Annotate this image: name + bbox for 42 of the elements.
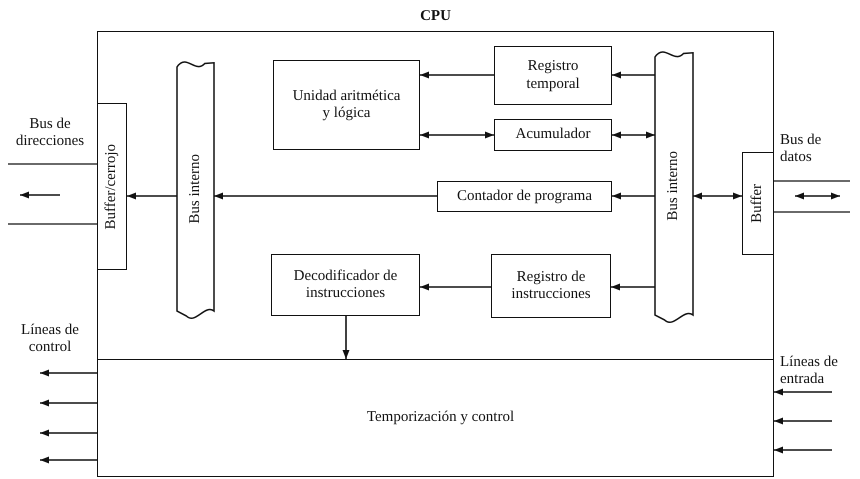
arrow <box>693 192 742 200</box>
process-box <box>437 181 612 212</box>
cpu-title: CPU <box>420 8 451 26</box>
arrow <box>420 132 494 138</box>
box-label: Unidad aritmética y lógica <box>292 88 402 122</box>
box-label: Contador de programa <box>457 188 592 206</box>
box-label: Buffer/cerrojo <box>103 144 121 230</box>
buffer-box <box>742 152 774 255</box>
arrow <box>420 72 494 78</box>
box-label: Acumulador <box>516 126 590 144</box>
bus-label: Bus de datos <box>780 132 822 166</box>
bus-label: Líneas de entrada <box>780 354 839 388</box>
buffer-box <box>97 103 127 270</box>
arrow <box>342 316 350 359</box>
process-box <box>494 119 612 151</box>
box-label: Decodificador de instrucciones <box>292 268 398 302</box>
arrow <box>611 284 655 290</box>
cpu-block <box>97 8 774 477</box>
arrow <box>774 446 832 454</box>
bus-label: Bus de direcciones <box>14 116 86 150</box>
bus-bar <box>177 60 214 318</box>
arrow <box>774 418 832 424</box>
arrow <box>420 284 491 290</box>
box-label: Registro de instrucciones <box>510 268 592 304</box>
process-box <box>271 254 420 316</box>
arrow <box>40 370 97 376</box>
band-label: Temporización y control <box>366 409 514 427</box>
bus-label: Líneas de control <box>20 322 80 356</box>
arrow <box>40 400 97 406</box>
arrow <box>214 192 437 200</box>
arrow <box>127 192 177 200</box>
box-label: Registro temporal <box>525 58 581 93</box>
arrow <box>40 456 97 464</box>
process-box <box>491 254 611 318</box>
arrow <box>40 430 97 436</box>
arrow <box>774 388 832 396</box>
arrow <box>612 192 655 200</box>
process-box <box>494 46 612 105</box>
process-box <box>273 60 420 150</box>
bus-bar <box>655 50 693 322</box>
arrow <box>612 72 655 78</box>
arrow <box>612 132 655 138</box>
